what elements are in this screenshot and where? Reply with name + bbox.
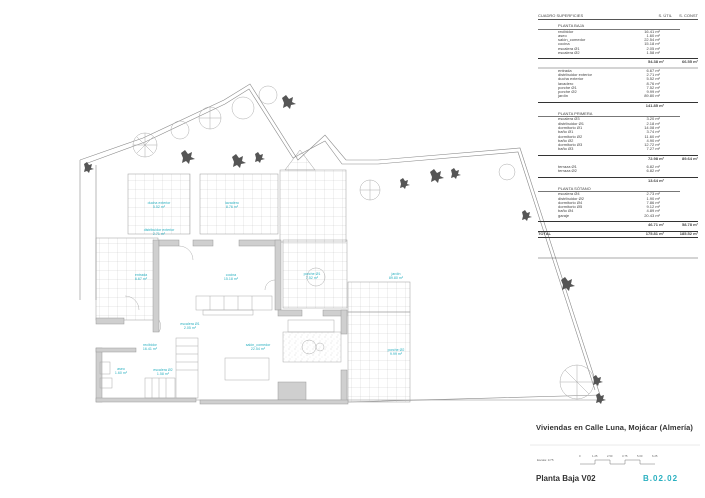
project-title: Viviendas en Calle Luna, Mojácar (Almerí…: [536, 423, 694, 432]
surface-table-header: CUADRO SUPERFICIES S. ÚTIL S. CONST: [538, 13, 698, 21]
scale-tick: 5.00: [637, 454, 643, 458]
scale-tick: 2.50: [607, 454, 613, 458]
section-title: PLANTA PRIMERA: [538, 111, 680, 118]
col-useful-header: S. ÚTIL: [658, 13, 672, 18]
scale-tick: 1.25: [592, 454, 598, 458]
scale-bar: [580, 459, 655, 465]
door-swings: [124, 245, 276, 333]
scale-tick: 6.25: [652, 454, 658, 458]
section-title: PLANTA SÓTANO: [538, 186, 680, 193]
sheet-code: B.02.02: [643, 474, 679, 483]
tiled-areas: [95, 149, 411, 403]
section-subtotal: 141.85 m²: [538, 101, 698, 108]
section-subtotal: 13.64 m²: [538, 176, 698, 183]
table-lines: [538, 67, 698, 259]
scale-label: Escala: 1/75: [537, 458, 554, 462]
section-title: PLANTA BAJA: [538, 24, 680, 30]
surface-table-title: CUADRO SUPERFICIES: [538, 13, 584, 18]
garden-plants: [132, 85, 595, 400]
surface-table: CUADRO SUPERFICIES S. ÚTIL S. CONST PLAN…: [538, 13, 698, 238]
scale-tick: 3.75: [622, 454, 628, 458]
scale-tick: 0: [579, 454, 581, 458]
col-built-header: S. CONST: [679, 13, 698, 18]
walls: [95, 239, 349, 405]
sheet-title: Planta Baja V02: [536, 474, 596, 483]
surface-table-total: TOTAL 175.81 m² 185.52 m²: [538, 231, 698, 238]
garden-shrubs: [84, 95, 606, 404]
furniture: [99, 267, 342, 399]
